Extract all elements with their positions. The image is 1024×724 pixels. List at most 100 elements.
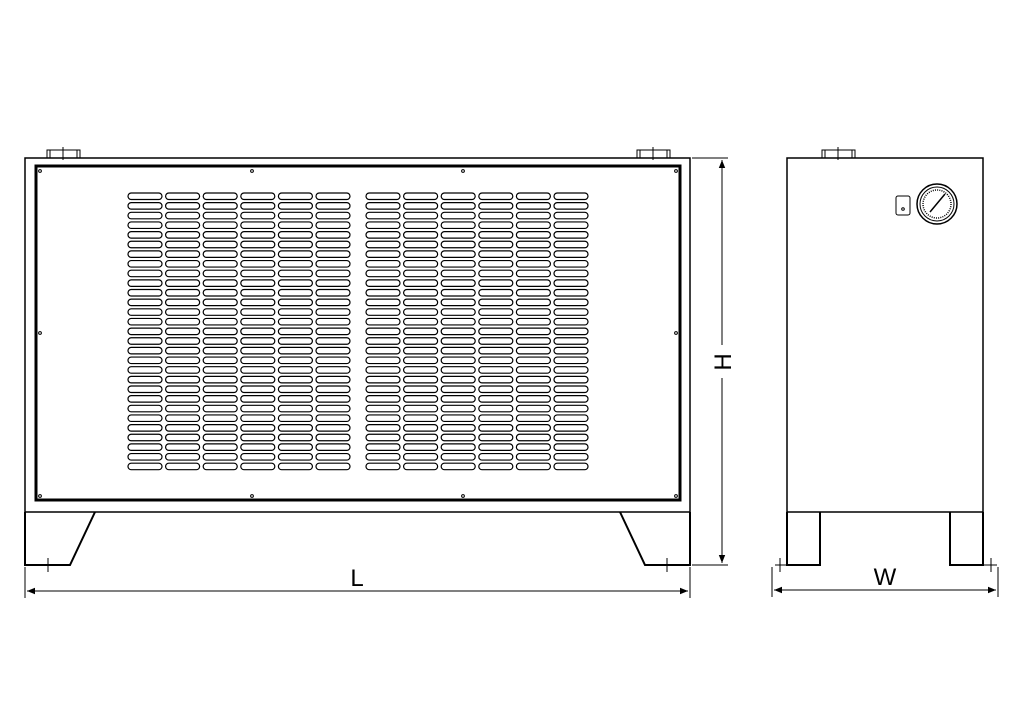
vent-slot [365,259,401,268]
vent-slot [277,317,313,326]
vent-slot [240,192,276,201]
vent-slot [403,269,439,278]
vent-slot [127,404,163,413]
vent-slot [165,317,201,326]
vent-slot [127,395,163,403]
vent-slot [127,452,163,461]
vent-slot [277,462,313,471]
vent-slot [553,356,589,365]
vent-slot [403,414,439,423]
side-cabinet-body [786,157,984,513]
vent-slot [440,298,476,307]
vent-slot [240,395,276,403]
vent-slot [403,433,439,442]
vent-slot [202,337,238,345]
vent-slot [202,317,238,326]
vent-slot [127,462,163,471]
vent-slot [202,414,238,423]
side-legs [786,512,984,566]
vent-slot [127,192,163,201]
vent-slot [127,250,163,258]
vent-slot [515,385,552,394]
vent-slot [277,202,313,210]
vent-slot [553,211,589,220]
vent-slot [515,375,552,384]
vent-slot [315,308,351,316]
vent-slot [553,404,589,413]
vent-slot [165,308,201,316]
vent-slot [365,250,401,258]
vent-slot [240,259,276,268]
vent-slot [440,346,476,355]
vent-slot [127,337,163,345]
vent-slot [515,240,552,249]
vent-slot [478,414,514,423]
vent-slot [440,259,476,268]
vent-slot [277,346,313,355]
vent-slot [553,462,589,471]
vent-slot [202,433,238,442]
vent-slot [515,308,552,316]
vent-slot [165,259,201,268]
vent-slot [553,298,589,307]
vent-slot [127,385,163,394]
vent-slot [365,211,401,220]
vent-slot [440,269,476,278]
vent-slot [240,366,276,374]
vent-slot [478,443,514,451]
screw-icon [38,494,42,498]
vent-slot [478,385,514,394]
vent-slot [365,404,401,413]
vent-slot [478,211,514,220]
vent-slot [240,288,276,297]
vent-slot [315,298,351,307]
ventilation-grille [127,192,589,471]
vent-slot [202,269,238,278]
length-dimension [24,567,691,598]
vent-slot [315,404,351,413]
vent-slot [202,259,238,268]
vent-slot [315,211,351,220]
vent-slot [127,317,163,326]
vent-slot [277,414,313,423]
vent-slot [165,240,201,249]
vent-slot [403,250,439,258]
vent-slot [403,259,439,268]
vent-slot [202,327,238,336]
vent-slot [165,231,201,239]
vent-slot [515,433,552,442]
vent-slot [277,231,313,239]
vent-slot [440,221,476,230]
vent-slot [365,395,401,403]
vent-slot [315,231,351,239]
vent-slot [403,202,439,210]
vent-slot [315,259,351,268]
vent-slot [553,433,589,442]
vent-slot [403,288,439,297]
vent-slot [515,337,552,345]
vent-slot [202,250,238,258]
vent-slot [515,462,552,471]
vent-slot [440,375,476,384]
vent-slot [440,317,476,326]
vent-slot [165,366,201,374]
vent-slot [478,279,514,287]
vent-slot [315,337,351,345]
vent-slot [365,452,401,461]
vent-slot [127,231,163,239]
vent-slot [277,308,313,316]
vent-slot [202,404,238,413]
vent-slot [315,221,351,230]
vent-slot [165,356,201,365]
vent-slot [365,424,401,432]
front-view [24,147,691,572]
vent-slot [277,424,313,432]
vent-slot [365,202,401,210]
vent-slot [315,317,351,326]
vent-slot [403,308,439,316]
vent-slot [440,337,476,345]
vent-slot [365,279,401,287]
vent-slot [202,385,238,394]
vent-slot [515,250,552,258]
screw-icon [38,169,42,173]
